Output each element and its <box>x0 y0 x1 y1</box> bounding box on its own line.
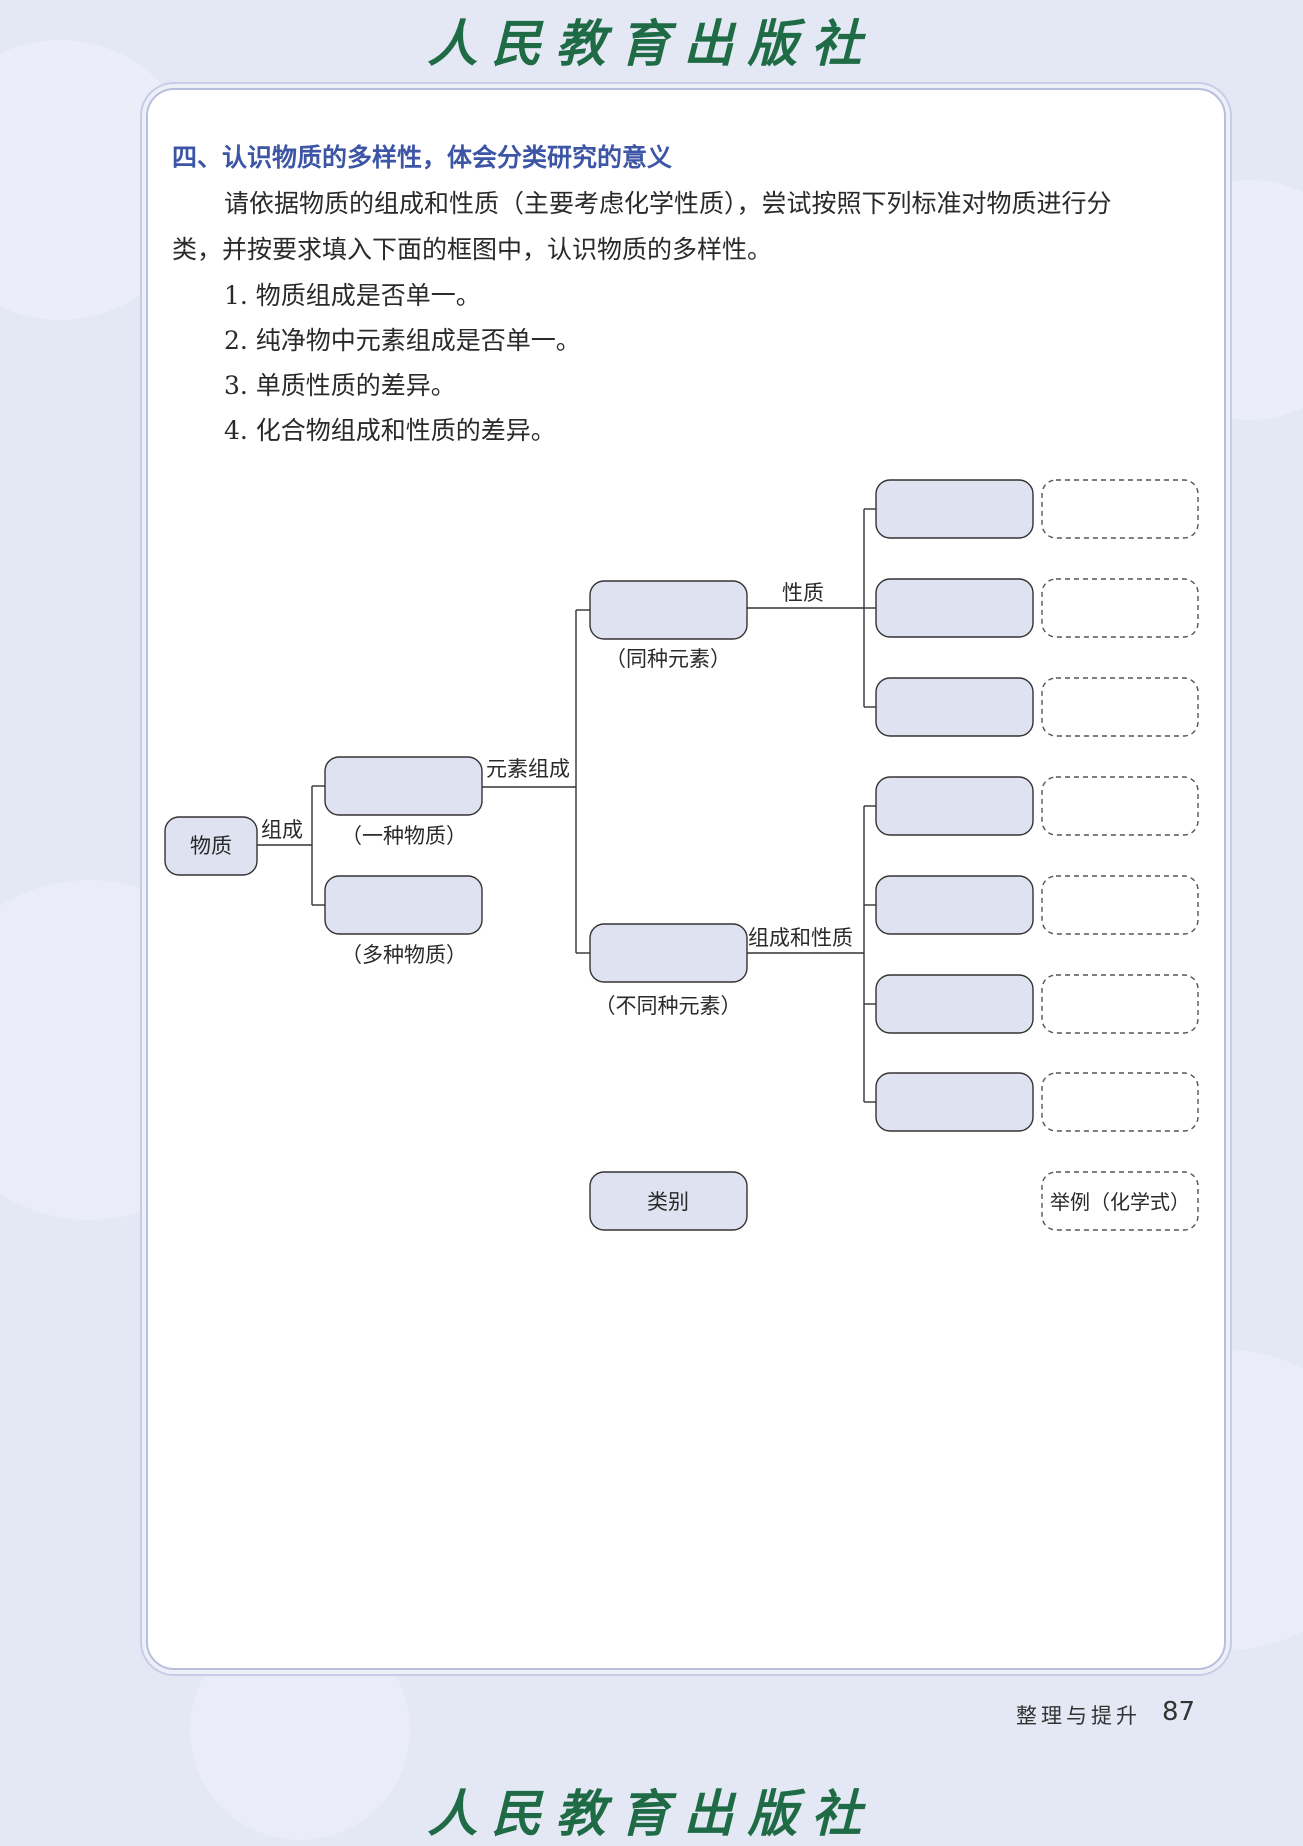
legend-category-box <box>589 1171 748 1231</box>
leaf-category-box-3[interactable] <box>875 677 1034 737</box>
page-number: 87 <box>1162 1697 1196 1727</box>
intro-line-2: 类，并按要求填入下面的框图中，认识物质的多样性。 <box>172 235 773 264</box>
criterion-3: 3. 单质性质的差异。 <box>224 371 456 400</box>
legend-example-label: 举例（化学式） <box>1050 1190 1190 1214</box>
example-box-3[interactable] <box>1041 677 1199 737</box>
criterion-4: 4. 化合物组成和性质的差异。 <box>224 416 556 445</box>
leaf-category-box-7[interactable] <box>875 1072 1034 1132</box>
legend-example-box <box>1041 1171 1199 1231</box>
edge-label-property: 性质 <box>782 581 824 605</box>
category-box-element-substance[interactable] <box>589 580 748 640</box>
leaf-category-box-4[interactable] <box>875 776 1034 836</box>
category-box-mixture[interactable] <box>324 875 483 935</box>
edge-label-composition: 组成 <box>261 818 303 842</box>
legend-category-label: 类别 <box>647 1190 689 1214</box>
connector-lines <box>257 508 876 1103</box>
edge-label-element-composition: 元素组成 <box>486 757 570 781</box>
leaf-category-box-6[interactable] <box>875 974 1034 1034</box>
footer-section-name: 整理与提升 <box>1016 1704 1141 1728</box>
publisher-logo-top: 人民教育出版社 <box>427 14 876 73</box>
example-box-4[interactable] <box>1041 776 1199 836</box>
category-box-pure-substance[interactable] <box>324 756 483 816</box>
edge-label-composition-property: 组成和性质 <box>748 926 853 950</box>
leaf-category-box-2[interactable] <box>875 578 1034 638</box>
example-box-6[interactable] <box>1041 974 1199 1034</box>
intro-line-1: 请依据物质的组成和性质（主要考虑化学性质），尝试按照下列标准对物质进行分 <box>224 189 1112 218</box>
leaf-category-box-5[interactable] <box>875 875 1034 935</box>
category-box-compound[interactable] <box>589 923 748 983</box>
root-box-material <box>164 816 258 876</box>
example-box-5[interactable] <box>1041 875 1199 935</box>
example-box-1[interactable] <box>1041 479 1199 539</box>
caption-many-substances: （多种物质） <box>341 943 467 967</box>
example-box-7[interactable] <box>1041 1072 1199 1132</box>
content-card <box>146 88 1226 1670</box>
leaf-category-box-1[interactable] <box>875 479 1034 539</box>
root-label: 物质 <box>190 834 232 858</box>
caption-one-substance: （一种物质） <box>341 824 467 848</box>
publisher-logo-bottom: 人民教育出版社 <box>427 1784 876 1843</box>
caption-same-element: （同种元素） <box>605 647 731 671</box>
section-heading: 四、认识物质的多样性，体会分类研究的意义 <box>172 143 673 172</box>
criterion-1: 1. 物质组成是否单一。 <box>224 281 481 310</box>
criterion-2: 2. 纯净物中元素组成是否单一。 <box>224 326 581 355</box>
caption-different-elements: （不同种元素） <box>595 994 742 1018</box>
example-box-2[interactable] <box>1041 578 1199 638</box>
